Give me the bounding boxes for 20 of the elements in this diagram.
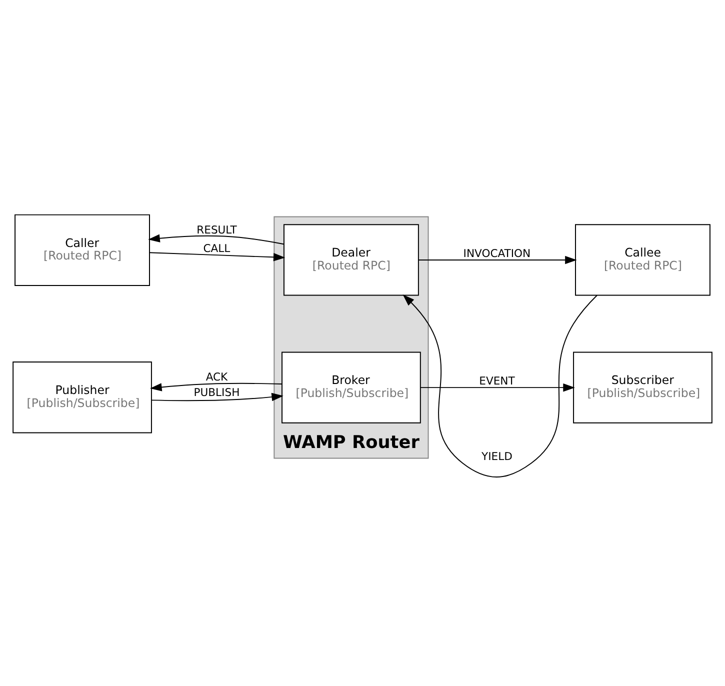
edge-label: YIELD	[482, 450, 512, 464]
node-box: Publisher [Publish/Subscribe]	[12, 362, 152, 434]
node-box: Caller [Routed RPC]	[14, 214, 150, 286]
node-box: Dealer [Routed RPC]	[283, 224, 419, 296]
arrow	[149, 252, 286, 262]
node-box: Broker [Publish/Subscribe]	[282, 352, 421, 424]
arrow	[418, 256, 577, 264]
arrow	[150, 382, 282, 392]
arrow	[148, 234, 284, 245]
edge-label: ACK	[206, 370, 228, 384]
arrow	[402, 294, 598, 478]
arrow	[151, 392, 284, 402]
edge-label: EVENT	[479, 374, 515, 388]
arrow	[420, 383, 575, 392]
node-box: Subscriber [Publish/Subscribe]	[573, 352, 712, 424]
node-box: Callee [Routed RPC]	[575, 224, 710, 296]
edge-label: RESULT	[196, 223, 237, 236]
edge-label: INVOCATION	[463, 246, 531, 260]
edge-label: PUBLISH	[194, 386, 240, 400]
edge-label: CALL	[203, 242, 230, 255]
